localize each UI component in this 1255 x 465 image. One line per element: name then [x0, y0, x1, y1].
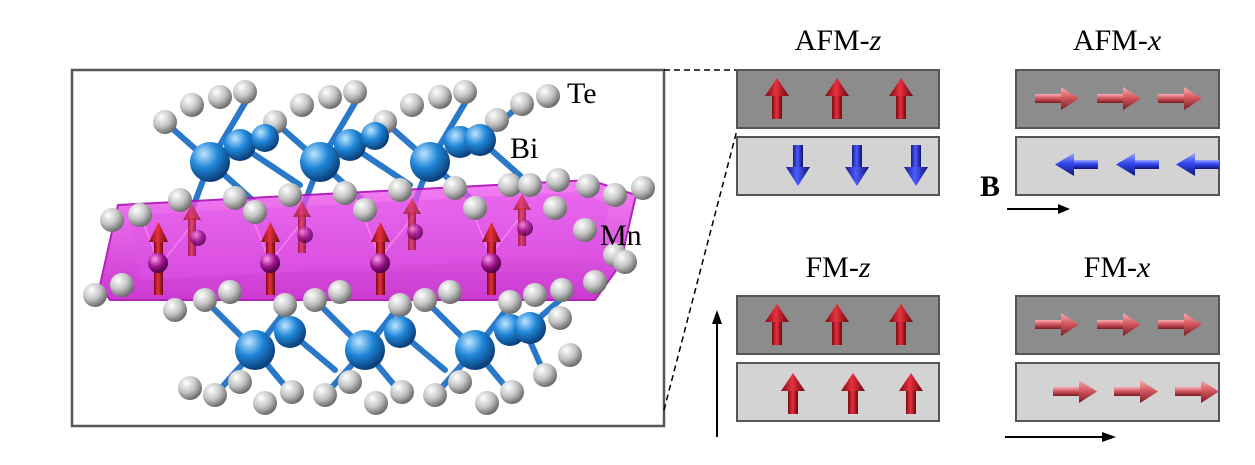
crystal-structure-panel: Te Bi Mn [70, 68, 666, 428]
afm-z-bottom-spins [786, 145, 928, 186]
config-fm-z: FM-z [712, 251, 940, 437]
config-afm-z: AFM-z [736, 24, 940, 196]
afm-z-top-spins [765, 78, 913, 119]
fm-x-top-spins [1035, 313, 1202, 336]
field-arrow-fm-x [1005, 432, 1116, 442]
afm-x-top-spins [1035, 87, 1202, 110]
config-title-fm-x: FM-x [1084, 251, 1151, 284]
field-arrow-fm-z [712, 310, 722, 437]
te-atoms [83, 80, 655, 415]
afm-z-bottom-layer [736, 136, 940, 196]
config-title-fm-z: FM-z [805, 251, 870, 284]
config-afm-x: AFM-x B [980, 24, 1220, 214]
te-label: Te [567, 77, 597, 110]
config-fm-x: FM-x [1005, 251, 1220, 442]
fm-z-top-spins [765, 304, 913, 345]
afm-x-bottom-spins [1055, 153, 1219, 176]
field-arrow-afm-x [1007, 204, 1070, 214]
config-title-afm-x: AFM-x [1073, 24, 1162, 57]
fm-z-bottom-spins [781, 373, 923, 414]
bi-label: Bi [510, 132, 538, 165]
bi-atoms [190, 122, 546, 370]
mn-label: Mn [600, 219, 642, 252]
fm-x-bottom-spins [1053, 380, 1219, 403]
mn-atoms [148, 220, 533, 273]
fm-z-bottom-layer [736, 362, 940, 422]
zoom-lines [663, 69, 738, 411]
config-title-afm-z: AFM-z [795, 24, 882, 57]
field-label-b: B [980, 170, 1000, 203]
